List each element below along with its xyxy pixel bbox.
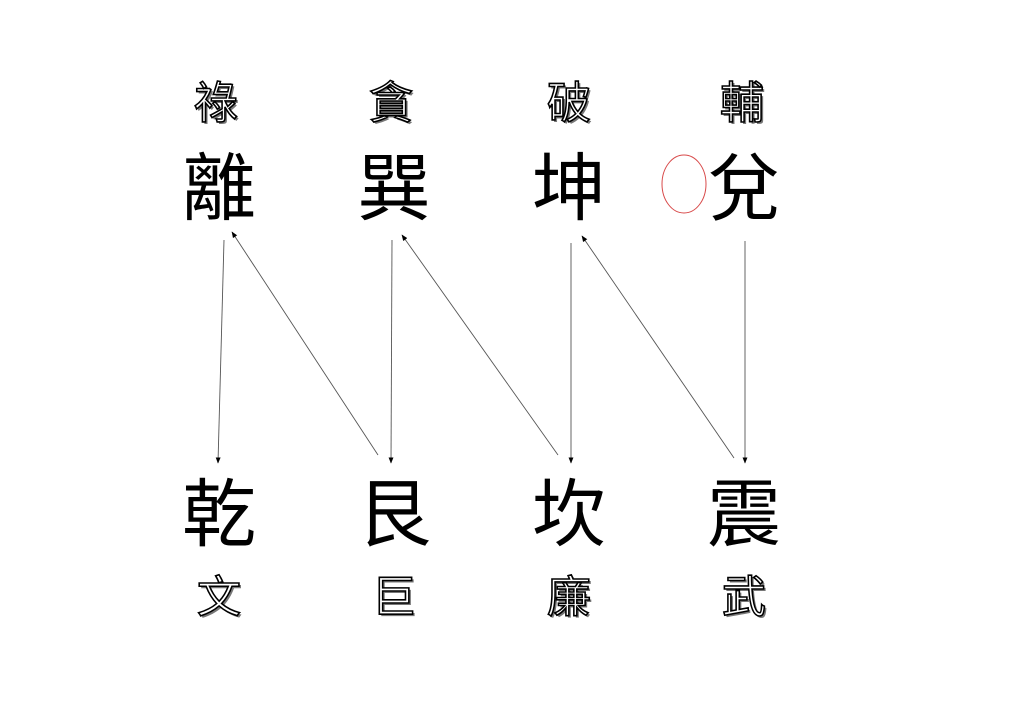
top-star-1: 祿 <box>193 78 239 129</box>
bottom-star-3: 廉 <box>546 572 592 623</box>
arrow-li-to-qian <box>215 239 225 464</box>
top-trigram-3: 坤 <box>532 146 606 232</box>
top-star-4: 輔 <box>719 78 765 129</box>
top-star-3: 破 <box>546 78 592 129</box>
bottom-star-2: 巨 <box>371 572 417 623</box>
bottom-trigram-2: 艮 <box>357 472 431 558</box>
top-trigram-4: 兌 <box>707 146 781 232</box>
arrow-gen-to-li <box>231 231 379 456</box>
bottom-trigram-1: 乾 <box>182 472 256 558</box>
top-star-2: 貪 <box>368 78 414 129</box>
red-circle-marker <box>661 154 707 214</box>
arrow-kan-to-xun <box>401 234 559 456</box>
bottom-star-1: 文 <box>196 572 242 623</box>
arrow-zhen-to-kun <box>581 235 735 459</box>
bottom-trigram-3: 坎 <box>532 472 606 558</box>
top-trigram-2: 巽 <box>357 146 431 232</box>
top-trigram-1: 離 <box>182 146 256 232</box>
bottom-star-4: 武 <box>721 572 767 623</box>
bottom-trigram-4: 震 <box>707 472 781 558</box>
arrow-xun-to-gen <box>388 239 394 464</box>
